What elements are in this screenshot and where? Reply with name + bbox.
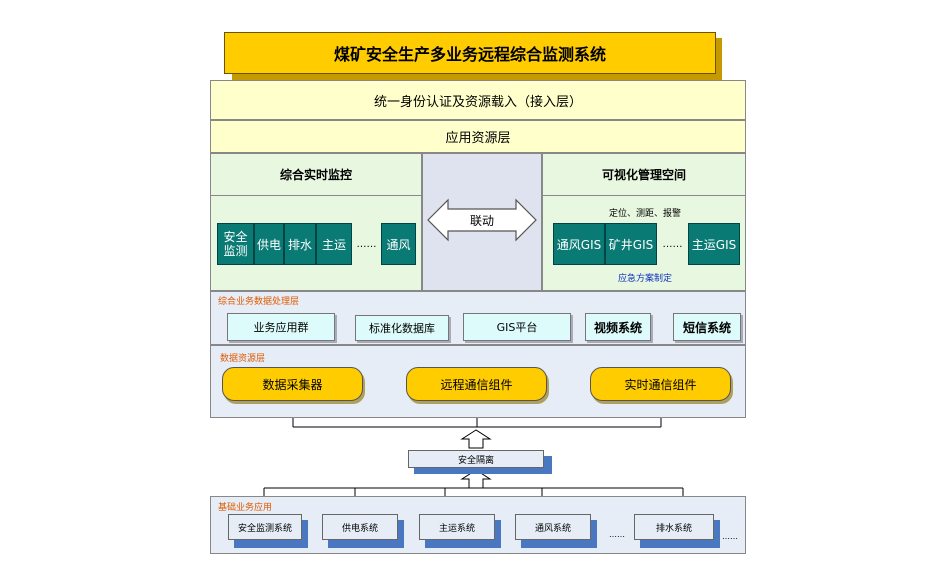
up-arrow-icon	[460, 469, 492, 489]
system-drainage: 排水系统	[634, 514, 714, 540]
security-isolation: 安全隔离	[408, 450, 544, 468]
system-safety-monitor: 安全监测系统	[228, 514, 302, 540]
proc-standard-database: 标准化数据库	[355, 315, 449, 341]
data-resource-label: 数据资源层	[220, 353, 266, 364]
module-label: 安全	[223, 230, 248, 244]
proc-gis-platform: GIS平台	[463, 313, 571, 341]
proc-sms-system: 短信系统	[673, 313, 741, 341]
module-ellipsis: ……	[356, 238, 377, 250]
gis-functions-subtitle: 定位、测距、报警	[608, 208, 681, 219]
data-collector: 数据采集器	[222, 367, 363, 401]
gis-mine: 矿井GIS	[605, 223, 657, 265]
access-layer: 统一身份认证及资源载入（接入层）	[210, 80, 746, 120]
module-safety-monitor: 安全 监测	[217, 223, 254, 265]
proc-video-system: 视频系统	[585, 313, 651, 341]
diagram-title: 煤矿安全生产多业务远程综合监测系统	[224, 32, 716, 74]
resource-layer: 应用资源层	[210, 120, 746, 153]
module-drainage: 排水	[284, 223, 316, 265]
realtime-comm-component: 实时通信组件	[590, 367, 731, 401]
gis-main-transport: 主运GIS	[688, 223, 740, 265]
processing-layer-label: 综合业务数据处理层	[218, 296, 300, 307]
module-main-transport: 主运	[316, 223, 352, 265]
gis-ventilation: 通风GIS	[553, 223, 605, 265]
system-ellipsis: ……	[722, 531, 738, 541]
realtime-monitor-panel	[210, 153, 422, 291]
gis-ellipsis: ……	[662, 238, 683, 250]
visual-management-heading: 可视化管理空间	[542, 153, 746, 196]
system-ventilation: 通风系统	[515, 514, 591, 540]
module-label: 监测	[223, 244, 248, 258]
system-ellipsis: ……	[609, 529, 625, 539]
proc-business-apps: 业务应用群	[227, 313, 335, 341]
realtime-monitor-heading: 综合实时监控	[210, 153, 422, 196]
module-ventilation: 通风	[381, 223, 416, 265]
up-arrow-icon	[460, 429, 492, 449]
linkage-label: 联动	[469, 213, 494, 228]
double-arrow-icon	[427, 198, 537, 242]
remote-comm-component: 远程通信组件	[406, 367, 547, 401]
visual-management-panel	[542, 153, 746, 291]
emergency-plan-label: 应急方案制定	[617, 273, 672, 284]
module-power: 供电	[254, 223, 284, 265]
base-apps-label: 基础业务应用	[218, 502, 273, 513]
system-power: 供电系统	[322, 514, 398, 540]
system-main-transport: 主运系统	[419, 514, 495, 540]
